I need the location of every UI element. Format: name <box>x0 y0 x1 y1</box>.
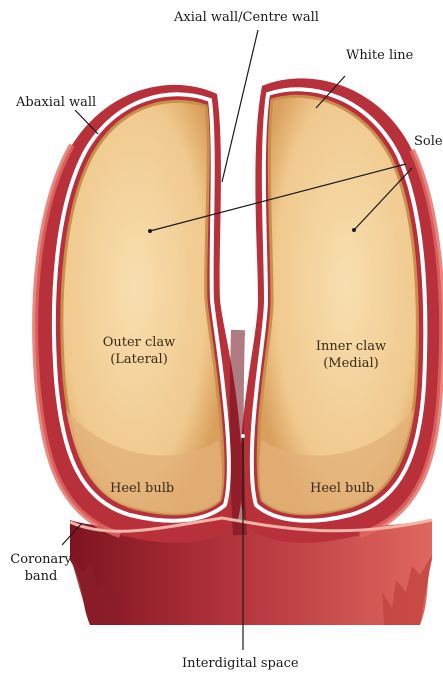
outer-claw-name: Outer claw <box>94 334 184 351</box>
coronary-band-line2: band <box>4 568 78 585</box>
inner-claw-name: Inner claw <box>306 338 396 355</box>
inner-claw-label: Inner claw (Medial) <box>306 338 396 372</box>
outer-claw-position: (Lateral) <box>94 351 184 368</box>
white-line-label: White line <box>346 47 413 64</box>
coronary-band-label: Coronary band <box>4 551 78 585</box>
heel-bulb-right-label: Heel bulb <box>310 480 374 497</box>
outer-claw-label: Outer claw (Lateral) <box>94 334 184 368</box>
coronary-band-line1: Coronary <box>4 551 78 568</box>
abaxial-wall-label: Abaxial wall <box>16 94 96 111</box>
sole-label: Sole <box>414 133 443 150</box>
interdigital-cleft <box>226 76 255 325</box>
axial-wall-label: Axial wall/Centre wall <box>174 9 319 26</box>
heel-bulb-left-label: Heel bulb <box>110 480 174 497</box>
inner-claw-position: (Medial) <box>306 355 396 372</box>
interdigital-space-label: Interdigital space <box>182 655 299 672</box>
